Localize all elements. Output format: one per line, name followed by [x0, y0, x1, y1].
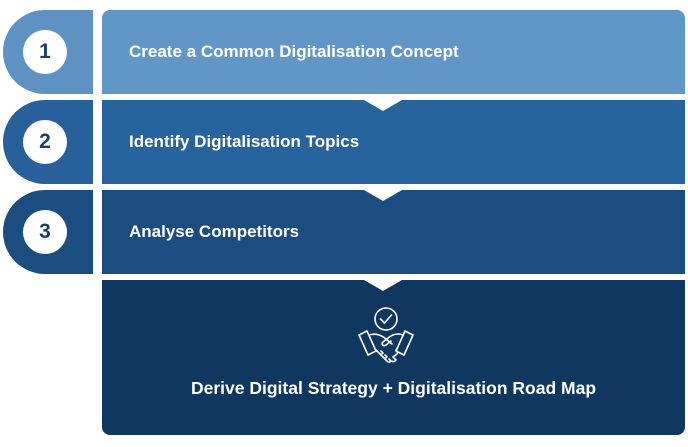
- step-3: 3 Analyse Competitors: [0, 190, 688, 274]
- chevron-down-icon: [364, 280, 402, 291]
- step-number: 2: [23, 120, 67, 164]
- step-2-badge: 2: [3, 100, 93, 184]
- step-1-bar: Create a Common Digitalisation Concept: [102, 10, 685, 94]
- step-label: Analyse Competitors: [129, 222, 300, 241]
- step-2-bar: Identify Digitalisation Topics: [102, 100, 685, 184]
- step-2: 2 Identify Digitalisation Topics: [0, 100, 688, 184]
- step-3-bar: Analyse Competitors: [102, 190, 685, 274]
- step-1-badge: 1: [3, 10, 93, 94]
- step-label: Create a Common Digitalisation Concept: [129, 42, 459, 61]
- handshake-check-icon: [358, 307, 414, 363]
- step-number: 3: [23, 210, 67, 254]
- chevron-down-icon: [364, 100, 402, 111]
- chevron-down-icon: [364, 190, 402, 201]
- step-number: 1: [23, 30, 67, 74]
- step-3-badge: 3: [3, 190, 93, 274]
- result-box: Derive Digital Strategy + Digitalisation…: [102, 280, 685, 435]
- result-label: Derive Digital Strategy + Digitalisation…: [190, 378, 597, 398]
- step-1: 1 Create a Common Digitalisation Concept: [0, 10, 688, 94]
- step-label: Identify Digitalisation Topics: [129, 132, 360, 151]
